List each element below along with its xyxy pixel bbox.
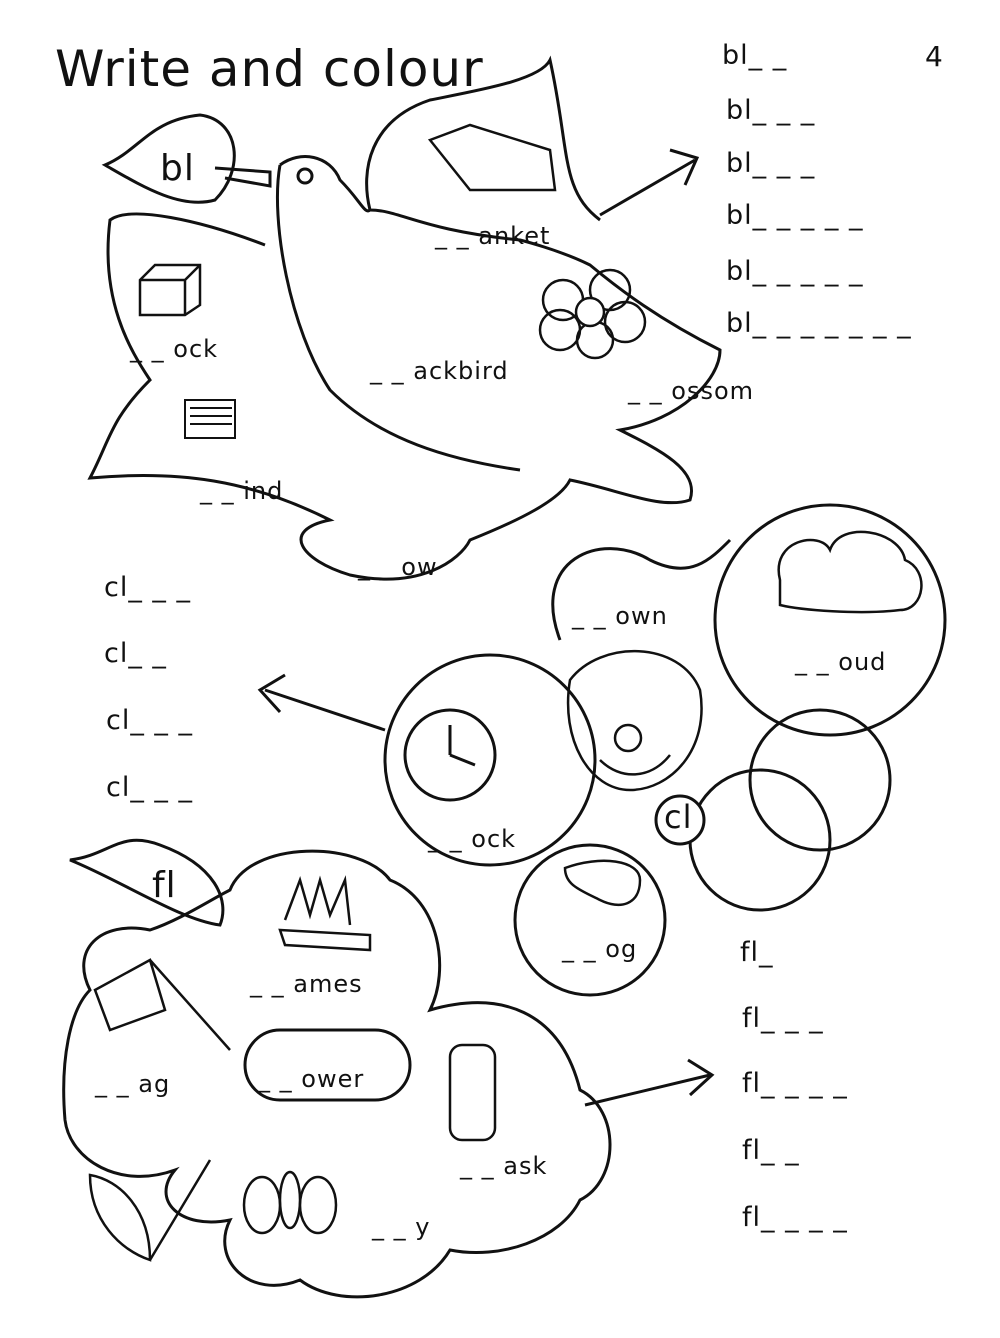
bl-answer-line-3[interactable]: bl_ _ _ bbox=[726, 148, 816, 179]
bird-body bbox=[275, 155, 521, 472]
word-blanket: _ _ anket bbox=[435, 222, 551, 250]
alarm-clock-picture bbox=[403, 708, 497, 802]
fly-picture bbox=[242, 1170, 338, 1235]
bl-answer-line-6[interactable]: bl_ _ _ _ _ _ _ bbox=[726, 308, 912, 339]
blanket-picture bbox=[427, 123, 557, 192]
bl-label: bl bbox=[160, 148, 195, 189]
fl-flower-outline bbox=[62, 849, 612, 1299]
blackbird-outline bbox=[87, 55, 722, 581]
page-title: Write and colour bbox=[55, 40, 484, 98]
cloud-picture bbox=[777, 530, 923, 614]
blind-picture bbox=[184, 399, 236, 439]
word-flask: _ _ ask bbox=[460, 1152, 548, 1180]
word-clown: _ _ own bbox=[572, 602, 668, 630]
fl-answer-line-3[interactable]: fl_ _ _ _ bbox=[742, 1068, 848, 1099]
page-number: 4 bbox=[925, 40, 944, 73]
flask-picture bbox=[448, 1043, 497, 1142]
arrow-to-fl bbox=[584, 1073, 711, 1107]
cl-answer-line-4[interactable]: cl_ _ _ bbox=[106, 772, 194, 803]
word-blossom: _ _ ossom bbox=[628, 377, 755, 405]
word-block: _ _ ock bbox=[130, 335, 219, 363]
arrow-to-bl bbox=[599, 158, 696, 217]
word-flag: _ _ ag bbox=[95, 1070, 171, 1098]
fl-answer-line-1[interactable]: fl_ bbox=[740, 937, 774, 968]
bl-answer-line-4[interactable]: bl_ _ _ _ _ bbox=[726, 200, 864, 231]
cl-answer-line-1[interactable]: cl_ _ _ bbox=[104, 572, 192, 603]
stem-leaf bbox=[88, 1159, 212, 1262]
fl-answer-line-4[interactable]: fl_ _ bbox=[742, 1135, 800, 1166]
fl-leaf bbox=[64, 838, 225, 927]
fl-answer-line-2[interactable]: fl_ _ _ bbox=[742, 1003, 824, 1034]
bl-answer-line-1[interactable]: bl_ _ bbox=[722, 40, 788, 71]
word-blackbird: _ _ ackbird bbox=[370, 357, 509, 385]
cl-label: cl bbox=[664, 798, 693, 836]
word-flames: _ _ ames bbox=[250, 970, 363, 998]
word-flower: _ _ ower bbox=[258, 1065, 365, 1093]
block-picture bbox=[138, 263, 202, 317]
fl-answer-line-5[interactable]: fl_ _ _ _ bbox=[742, 1202, 848, 1233]
word-cloud: _ _ oud bbox=[795, 648, 887, 676]
flag-picture bbox=[93, 958, 231, 1051]
bl-answer-line-5[interactable]: bl_ _ _ _ _ bbox=[726, 256, 864, 287]
clog-picture bbox=[563, 859, 642, 907]
cl-bubbles bbox=[383, 503, 947, 997]
word-blow: _ _ ow bbox=[358, 553, 438, 581]
word-clock: _ _ ock bbox=[428, 825, 517, 853]
fl-label: fl bbox=[152, 865, 177, 906]
flower-center bbox=[243, 1028, 412, 1102]
flames-picture bbox=[278, 875, 372, 952]
word-fly: _ _ y bbox=[372, 1213, 431, 1241]
bl-answer-line-2[interactable]: bl_ _ _ bbox=[726, 95, 816, 126]
word-clog: _ _ og bbox=[562, 935, 638, 963]
clown-face bbox=[566, 650, 703, 792]
bird-eye bbox=[296, 167, 314, 185]
bl-leaf bbox=[101, 113, 236, 204]
arrow-to-cl bbox=[264, 688, 386, 732]
bird-beak bbox=[214, 166, 272, 188]
word-blind: _ _ ind bbox=[200, 477, 284, 505]
blossom-picture bbox=[538, 268, 647, 360]
cl-answer-line-2[interactable]: cl_ _ bbox=[104, 638, 167, 669]
cl-answer-line-3[interactable]: cl_ _ _ bbox=[106, 705, 194, 736]
